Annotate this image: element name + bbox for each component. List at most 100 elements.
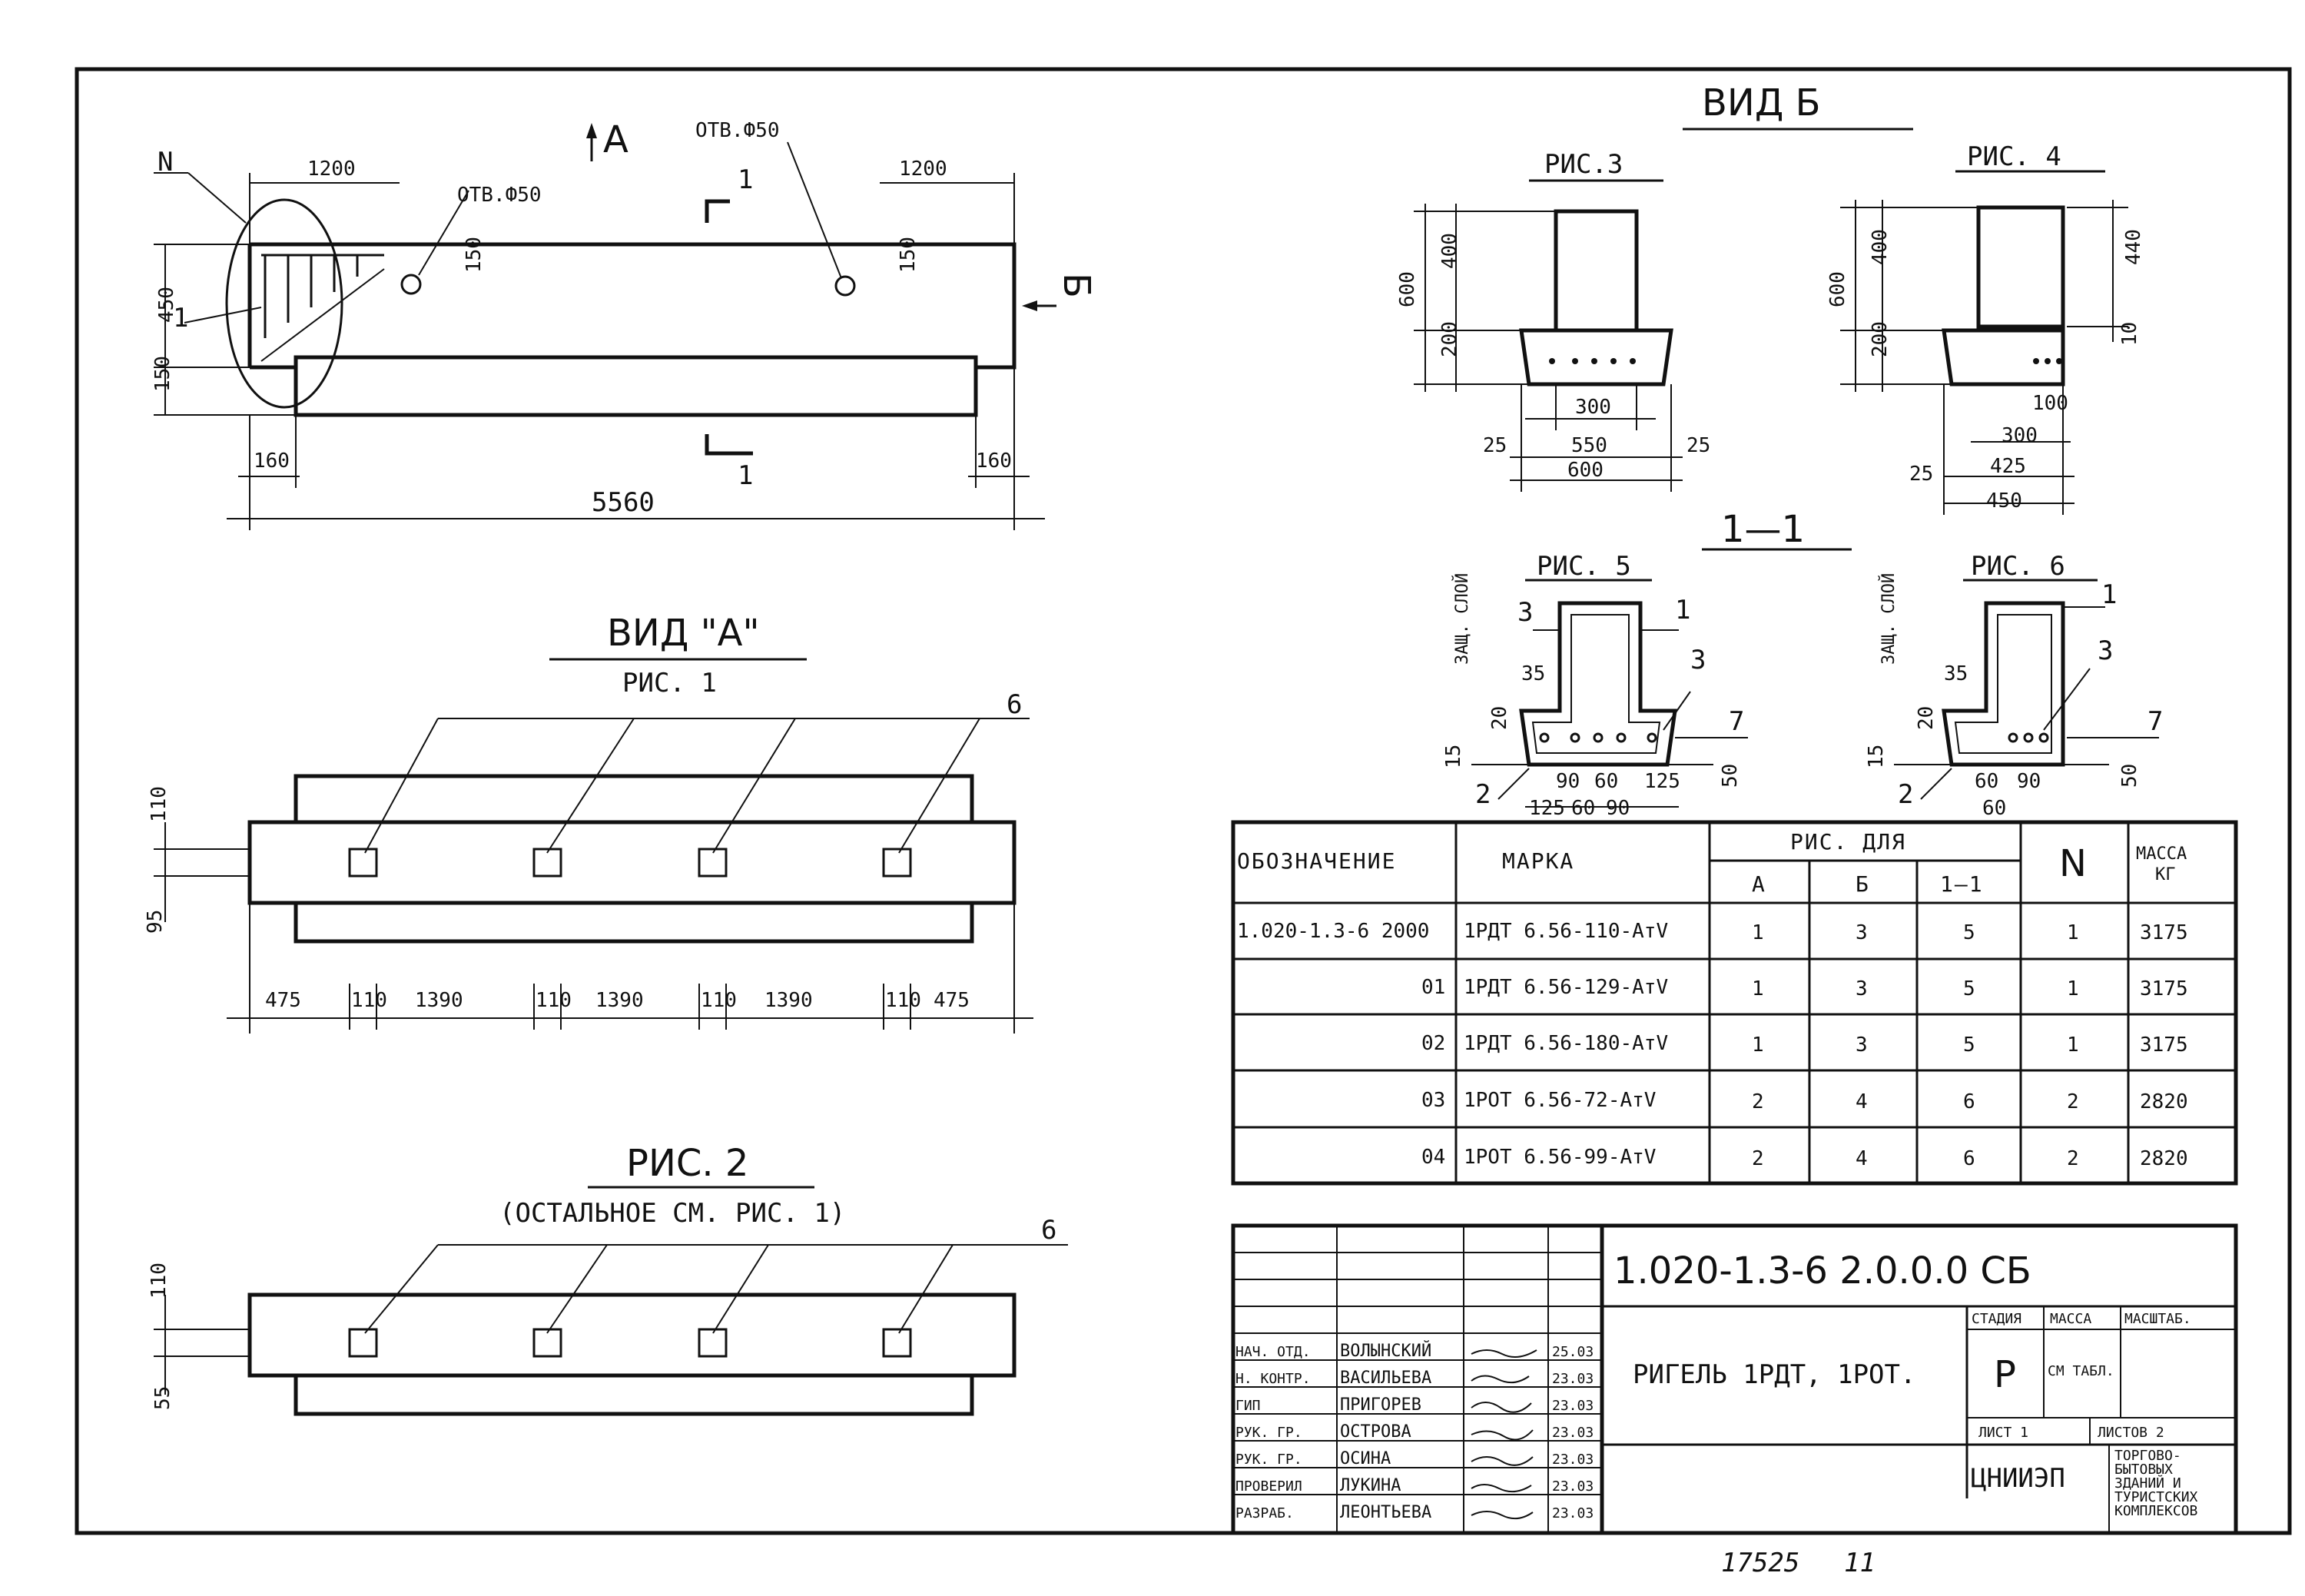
fig5-dim-50: 50: [1719, 764, 1742, 788]
fig3-dim-550: 550: [1571, 434, 1607, 457]
svg-text:5: 5: [1963, 1034, 1975, 1057]
view-a-arrow-label: A: [603, 118, 628, 161]
svg-text:1390: 1390: [415, 989, 463, 1012]
fig6-dim-15: 15: [1865, 745, 1888, 768]
svg-text:1390: 1390: [764, 989, 813, 1012]
fig2-callout-6: 6: [1041, 1215, 1056, 1246]
svg-text:ПРИГОРЕВ: ПРИГОРЕВ: [1340, 1395, 1421, 1415]
svg-text:3: 3: [1856, 1034, 1868, 1057]
fig6-callout-3: 3: [2098, 635, 2113, 666]
svg-text:2: 2: [2067, 1147, 2079, 1170]
fig5-section: [1471, 601, 1748, 808]
fig3-dim-25-left: 25: [1483, 434, 1507, 457]
view-b-arrow-label: Б: [1055, 273, 1098, 298]
fig5-dim-90a: 90: [1556, 770, 1580, 793]
row-mark: 1РОТ 6.56-72-АтV: [1464, 1089, 1656, 1112]
dim-150-hole-right: 150: [897, 237, 920, 273]
org-description: ТОРГОВО- БЫТОВЫХ ЗДАНИЙ И ТУРИСТСКИХ КОМ…: [2114, 1448, 2198, 1519]
th-mass: МАССА: [2136, 844, 2187, 864]
th-col-b: Б: [1856, 871, 1870, 897]
fig5-dim-60a: 60: [1594, 770, 1618, 793]
fig4-dim-25: 25: [1909, 463, 1933, 486]
row-designation: 1.020-1.3-6 2000: [1237, 920, 1429, 943]
fig3-dim-25-right: 25: [1686, 434, 1710, 457]
fig6-dim-90: 90: [2017, 770, 2041, 793]
fig6-title: РИС. 6: [1971, 551, 2065, 582]
svg-text:ТОРГОВО-: ТОРГОВО-: [2114, 1448, 2181, 1464]
view-a-title: ВИД "А": [607, 612, 760, 655]
svg-text:475: 475: [265, 989, 301, 1012]
svg-text:23.03: 23.03: [1552, 1398, 1594, 1414]
svg-text:23.03: 23.03: [1552, 1478, 1594, 1495]
fig2-plan: [154, 1244, 1068, 1416]
table-row: 1.020-1.3-6 2000 1РДТ 6.56-110-АтV 1 3 5…: [1237, 920, 2188, 944]
fig6-dim-20: 20: [1915, 706, 1938, 730]
fig2-dim-55: 55: [151, 1386, 174, 1410]
fig4-title: РИС. 4: [1967, 141, 2061, 172]
spec-table-grid: [1231, 820, 2238, 1186]
fig2-dim-110: 110: [148, 1263, 171, 1299]
svg-text:ОСТРОВА: ОСТРОВА: [1340, 1422, 1411, 1442]
sheets-total: ЛИСТОВ 2: [2098, 1425, 2164, 1441]
fig5-dim-20: 20: [1488, 706, 1511, 730]
hole-left-label: ОТВ.Ф50: [457, 184, 542, 207]
stage-value: Р: [1994, 1353, 2016, 1396]
th-col-11: 1—1: [1940, 871, 1984, 897]
dim-150-bottom: 150: [151, 356, 174, 392]
fig4-dim-10: 10: [2118, 322, 2141, 346]
th-n: N: [2059, 842, 2087, 885]
svg-text:РАЗРАБ.: РАЗРАБ.: [1235, 1505, 1294, 1521]
svg-text:1: 1: [1752, 977, 1764, 1000]
fig4-section: [1840, 200, 2128, 515]
fig3-title: РИС.3: [1544, 149, 1623, 180]
fig6-callout-7: 7: [2147, 706, 2163, 737]
svg-text:ВАСИЛЬЕВА: ВАСИЛЬЕВА: [1340, 1369, 1431, 1388]
view-a-subtitle: РИС. 1: [622, 668, 717, 698]
fig5-cover-label: ЗАЩ. СЛОЙ: [1452, 573, 1472, 665]
fig6-cover-label: ЗАЩ. СЛОЙ: [1879, 573, 1899, 665]
fig1-plan: [154, 718, 1033, 1034]
th-mass-unit: КГ: [2155, 865, 2176, 884]
th-designation: ОБОЗНАЧЕНИЕ: [1237, 848, 1396, 874]
svg-text:2: 2: [2067, 1090, 2079, 1113]
svg-text:НАЧ. ОТД.: НАЧ. ОТД.: [1235, 1344, 1311, 1360]
section-title: 1—1: [1721, 508, 1805, 551]
fig6-dim-60a: 60: [1975, 770, 1998, 793]
svg-text:2: 2: [1752, 1147, 1764, 1170]
fig6-dim-60b: 60: [1982, 797, 2006, 820]
dim-160-right: 160: [976, 450, 1012, 473]
signature-scribbles: [1471, 1349, 1537, 1520]
inventory-number: 17525: [1721, 1548, 1799, 1578]
fig1-dim-110: 110: [148, 786, 171, 822]
scale-header: МАСШТАБ.: [2124, 1311, 2191, 1327]
page-number: 11: [1844, 1548, 1876, 1578]
svg-text:ЛЕОНТЬЕВА: ЛЕОНТЬЕВА: [1340, 1503, 1431, 1522]
fig4-dim-100: 100: [2032, 392, 2068, 415]
fig4-dim-300: 300: [2002, 424, 2038, 447]
fig6-dim-35: 35: [1944, 662, 1968, 685]
dim-150-hole-left: 150: [463, 237, 486, 273]
callout-n: N: [158, 147, 173, 178]
main-elevation: [154, 123, 1056, 530]
svg-text:1: 1: [2067, 977, 2079, 1000]
fig5-dim-60b: 60: [1571, 797, 1595, 820]
fig3-dim-200: 200: [1438, 321, 1461, 357]
doc-code: 1.020-1.3-6 2.0.0.0 СБ: [1614, 1249, 2031, 1292]
table-row: 04 1РОТ 6.56-99-АтV 2 4 6 2 2820: [1421, 1146, 2188, 1170]
svg-text:ЗДАНИЙ И: ЗДАНИЙ И: [2114, 1475, 2181, 1491]
fig5-dim-125b: 125: [1529, 797, 1565, 820]
svg-text:23.03: 23.03: [1552, 1452, 1594, 1468]
th-fig-for: РИС. ДЛЯ: [1790, 829, 1906, 854]
fig5-dim-15: 15: [1442, 745, 1465, 768]
svg-text:110: 110: [885, 989, 921, 1012]
fig5-callout-1: 1: [1675, 595, 1690, 625]
svg-text:23.03: 23.03: [1552, 1505, 1594, 1521]
doc-name: РИГЕЛЬ 1РДТ, 1РОТ.: [1633, 1359, 1915, 1390]
fig5-callout-3a: 3: [1517, 597, 1533, 628]
fig3-section: [1414, 204, 1683, 492]
fig2-subtitle: (ОСТАЛЬНОЕ СМ. РИС. 1): [499, 1198, 845, 1229]
svg-text:1: 1: [1752, 921, 1764, 944]
